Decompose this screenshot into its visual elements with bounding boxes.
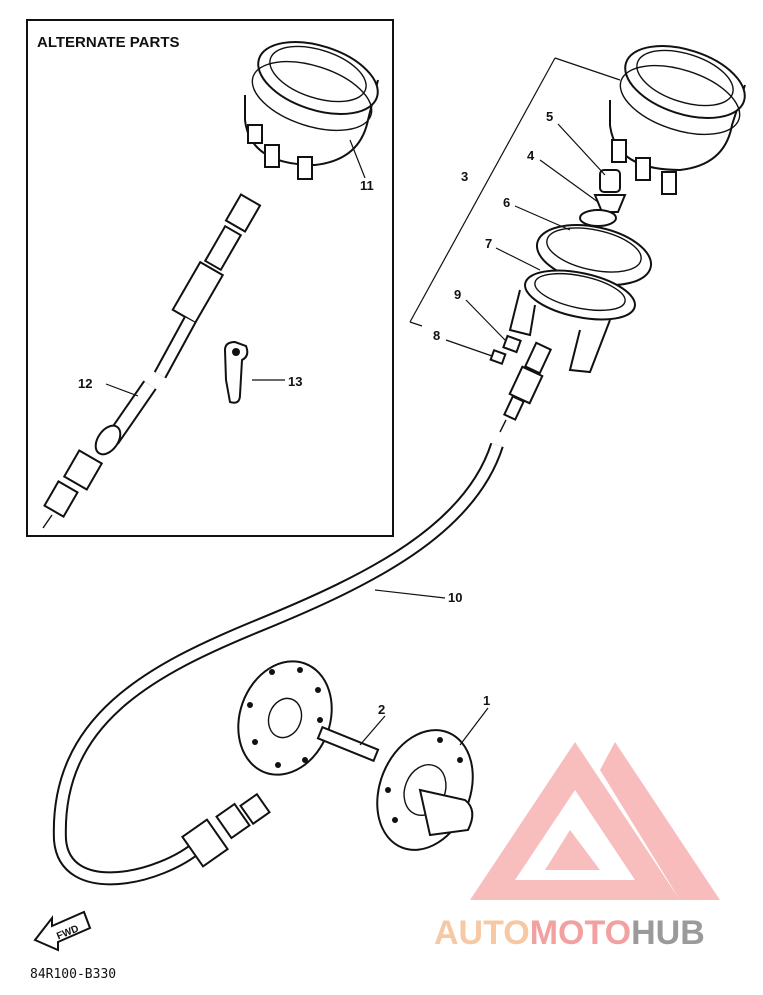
cable-lower-end <box>180 792 271 868</box>
watermark-moto: MOTO <box>530 914 631 952</box>
nut-9 <box>502 334 522 354</box>
gauge-alternate <box>244 41 379 180</box>
leader-4 <box>539 159 599 203</box>
leader-6 <box>514 205 571 231</box>
bulb-socket <box>579 169 627 227</box>
cable-alternate <box>42 193 262 529</box>
leader-12 <box>105 383 139 397</box>
leader-2 <box>359 715 386 746</box>
nut-8 <box>489 348 507 366</box>
leader-1 <box>459 707 489 746</box>
leader-10 <box>374 589 446 599</box>
clip-13 <box>223 340 249 404</box>
callout-9: 9 <box>454 287 461 302</box>
watermark-auto: AUTO <box>434 914 530 952</box>
callout-8: 8 <box>433 328 440 343</box>
callout-4: 4 <box>527 148 535 163</box>
drive-disc <box>237 660 333 776</box>
leader-5 <box>557 123 606 176</box>
leader-7 <box>495 247 541 271</box>
callout-1: 1 <box>483 693 490 708</box>
callout-12: 12 <box>78 376 92 391</box>
callout-6: 6 <box>503 195 510 210</box>
leader-11 <box>349 139 366 179</box>
speedometer-gear-unit <box>376 729 474 851</box>
forward-arrow-icon: FWD <box>33 910 92 952</box>
watermark-hub: HUB <box>631 914 705 952</box>
leader-9 <box>465 299 506 341</box>
watermark-text: AUTOMOTOHUB <box>434 914 705 952</box>
alternate-parts-frame <box>26 19 394 537</box>
callout-3: 3 <box>461 169 468 184</box>
drive-shaft <box>316 725 380 763</box>
callout-7: 7 <box>485 236 492 251</box>
watermark-logo <box>470 742 720 900</box>
cable-upper-end <box>499 341 553 433</box>
callout-13: 13 <box>288 374 302 389</box>
callout-10: 10 <box>448 590 462 605</box>
callout-11: 11 <box>360 178 374 193</box>
leader-8 <box>445 339 493 357</box>
bracket-group-3 <box>409 57 556 323</box>
callout-5: 5 <box>546 109 553 124</box>
gauge-rings <box>508 224 653 374</box>
diagram-code: 84R100-B330 <box>30 967 116 982</box>
inset-title: ALTERNATE PARTS <box>37 34 180 51</box>
gauge-main <box>609 45 746 195</box>
callout-2: 2 <box>378 702 385 717</box>
